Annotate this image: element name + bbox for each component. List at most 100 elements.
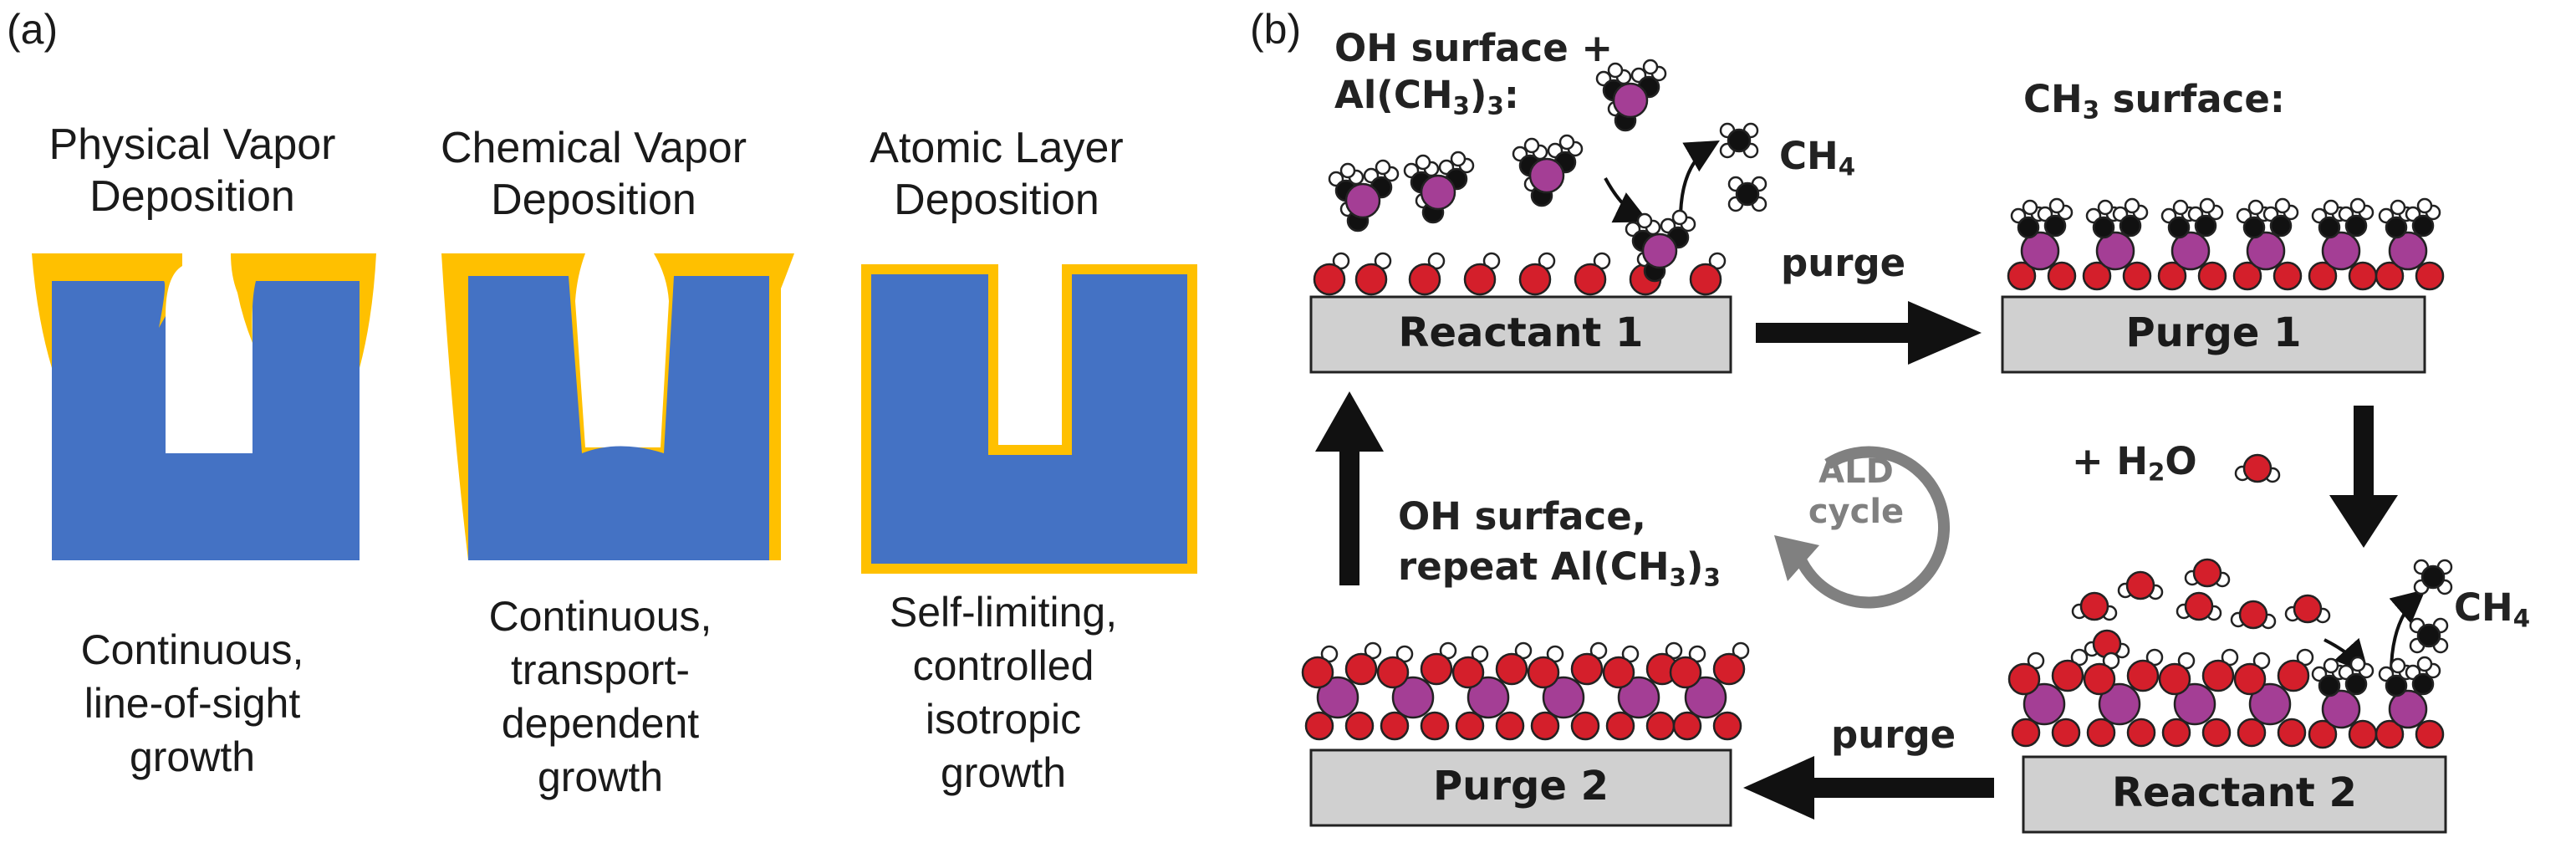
- pvd-trench: [32, 253, 376, 560]
- oxygen-atom: [2375, 719, 2405, 749]
- hydrogen-atom: [2048, 197, 2065, 214]
- hydrogen-atom: [1671, 209, 1688, 226]
- oxygen-atom: [1527, 656, 1560, 689]
- oxygen-atom: [2308, 261, 2338, 291]
- pvd-title-line2: Deposition: [89, 172, 295, 221]
- oxygen-atom: [2079, 591, 2109, 621]
- oh-repeat-a: repeat Al(CH: [1398, 544, 1670, 589]
- aluminum-atom: [1528, 157, 1565, 194]
- oxygen-atom: [1605, 711, 1635, 741]
- carbon-atom: [2318, 216, 2341, 239]
- ald-cycle-line2: cycle: [1808, 493, 1905, 531]
- ch3-sub: 3: [2082, 95, 2100, 125]
- ch4-right-sub: 4: [2512, 604, 2531, 633]
- oxygen-atom: [2161, 718, 2191, 748]
- pvd-desc-line1: Continuous,: [80, 626, 304, 673]
- pvd-substrate: [52, 276, 360, 560]
- aluminum-atom: [1467, 676, 1510, 719]
- oxygen-atom: [2011, 718, 2041, 748]
- aluminum-atom: [1617, 676, 1660, 719]
- aluminum-atom: [1542, 676, 1585, 719]
- cvd-title-line2: Deposition: [491, 176, 696, 224]
- oxygen-atom: [1420, 652, 1453, 686]
- oh-repeat-sub-a: 3: [1669, 563, 1686, 592]
- oxygen-atom: [1313, 263, 1346, 296]
- panel-a-label: (a): [7, 6, 59, 53]
- oxygen-atom: [2184, 591, 2214, 621]
- ald-cycle-label: ALD cycle: [1798, 452, 1915, 532]
- hydrogen-atom: [2390, 657, 2406, 674]
- reactant1-label: Reactant 1: [1398, 309, 1644, 356]
- carbon-atom: [2344, 214, 2368, 238]
- oxygen-atom: [1574, 263, 1607, 296]
- cvd-description: Continuous, transport- dependent growth: [425, 590, 776, 804]
- aluminum-atom: [1344, 182, 1381, 219]
- aluminum-atom: [2020, 231, 2060, 271]
- oxygen-atom: [1602, 656, 1635, 689]
- hydrogen-atom: [2022, 199, 2038, 216]
- hydrogen-atom: [2199, 197, 2216, 214]
- oxygen-atom: [1672, 711, 1702, 741]
- arrow-purge-right: [1756, 301, 1982, 365]
- carbon-atom: [1735, 181, 1760, 207]
- reaction-arrow-top-2: [1679, 140, 1720, 220]
- cvd-desc-line1: Continuous,: [488, 593, 712, 640]
- aluminum-atom: [1684, 676, 1727, 719]
- aluminum-atom: [1420, 174, 1456, 211]
- oxygen-atom: [2125, 570, 2155, 600]
- arrow-purge-left: [1743, 756, 1994, 820]
- oxygen-atom: [1570, 652, 1604, 686]
- oxygen-atom: [2126, 659, 2160, 692]
- hydrogen-atom: [2274, 197, 2291, 214]
- oxygen-atom: [1669, 656, 1702, 689]
- oh-surface-al-label: OH surface + Al(CH3)3:: [1334, 25, 1613, 129]
- oxygen-atom: [1495, 711, 1525, 741]
- oxygen-atom: [2242, 453, 2272, 483]
- pvd-desc-line3: growth: [129, 733, 256, 780]
- oxygen-atom: [2192, 558, 2222, 588]
- ch4-right-a: CH: [2454, 585, 2513, 630]
- ch4-top-sub: 4: [1838, 152, 1856, 181]
- carbon-atom: [2411, 672, 2435, 696]
- pvd-film-left: [32, 253, 182, 368]
- ch4-label-top: CH4: [1779, 134, 1855, 181]
- ald-desc-line1: Self-limiting,: [889, 589, 1118, 636]
- oxygen-atom: [1518, 263, 1552, 296]
- carbon-atom: [2416, 623, 2441, 648]
- ald-description: Self-limiting, controlled isotropic grow…: [828, 585, 1179, 799]
- purge1-slab: [2001, 295, 2426, 374]
- hydrogen-atom: [2416, 197, 2433, 214]
- ald-desc-line2: controlled: [912, 642, 1094, 689]
- oxygen-atom: [2308, 719, 2338, 749]
- hydrogen-atom: [2323, 199, 2339, 216]
- reactant2-label: Reactant 2: [2112, 769, 2357, 816]
- oxygen-atom: [2272, 261, 2303, 291]
- oxygen-atom: [1344, 652, 1378, 686]
- oh-surface-al-line1: OH surface +: [1334, 26, 1614, 70]
- oxygen-atom: [1455, 711, 1485, 741]
- oxygen-atom: [2415, 261, 2445, 291]
- aluminum-atom: [1316, 676, 1359, 719]
- aluminum-atom: [2246, 231, 2286, 271]
- al-formula-c: :: [1503, 73, 1519, 117]
- ch4-top-a: CH: [1779, 134, 1839, 178]
- oxygen-atom: [2083, 662, 2116, 696]
- oxygen-atom: [2233, 662, 2267, 696]
- oh-repeat-line1: OH surface,: [1398, 494, 1646, 539]
- ald-desc-line4: growth: [940, 749, 1067, 796]
- al-formula-b: ): [1469, 73, 1487, 117]
- oxygen-atom: [2051, 659, 2084, 692]
- ch3-a: CH: [2023, 77, 2083, 121]
- oxygen-atom: [1301, 656, 1334, 689]
- carbon-atom: [2269, 214, 2293, 238]
- ald-desc-line3: isotropic: [925, 696, 1082, 743]
- oxygen-atom: [1495, 652, 1528, 686]
- oxygen-atom: [1712, 652, 1746, 686]
- oxygen-atom: [2348, 719, 2378, 749]
- pvd-title: Physical Vapor Deposition: [17, 119, 368, 222]
- hydrogen-atom: [1450, 151, 1467, 167]
- oxygen-atom: [1530, 711, 1560, 741]
- aluminum-atom: [2170, 231, 2211, 271]
- aluminum-atom: [2321, 231, 2361, 271]
- carbon-atom: [2385, 674, 2408, 697]
